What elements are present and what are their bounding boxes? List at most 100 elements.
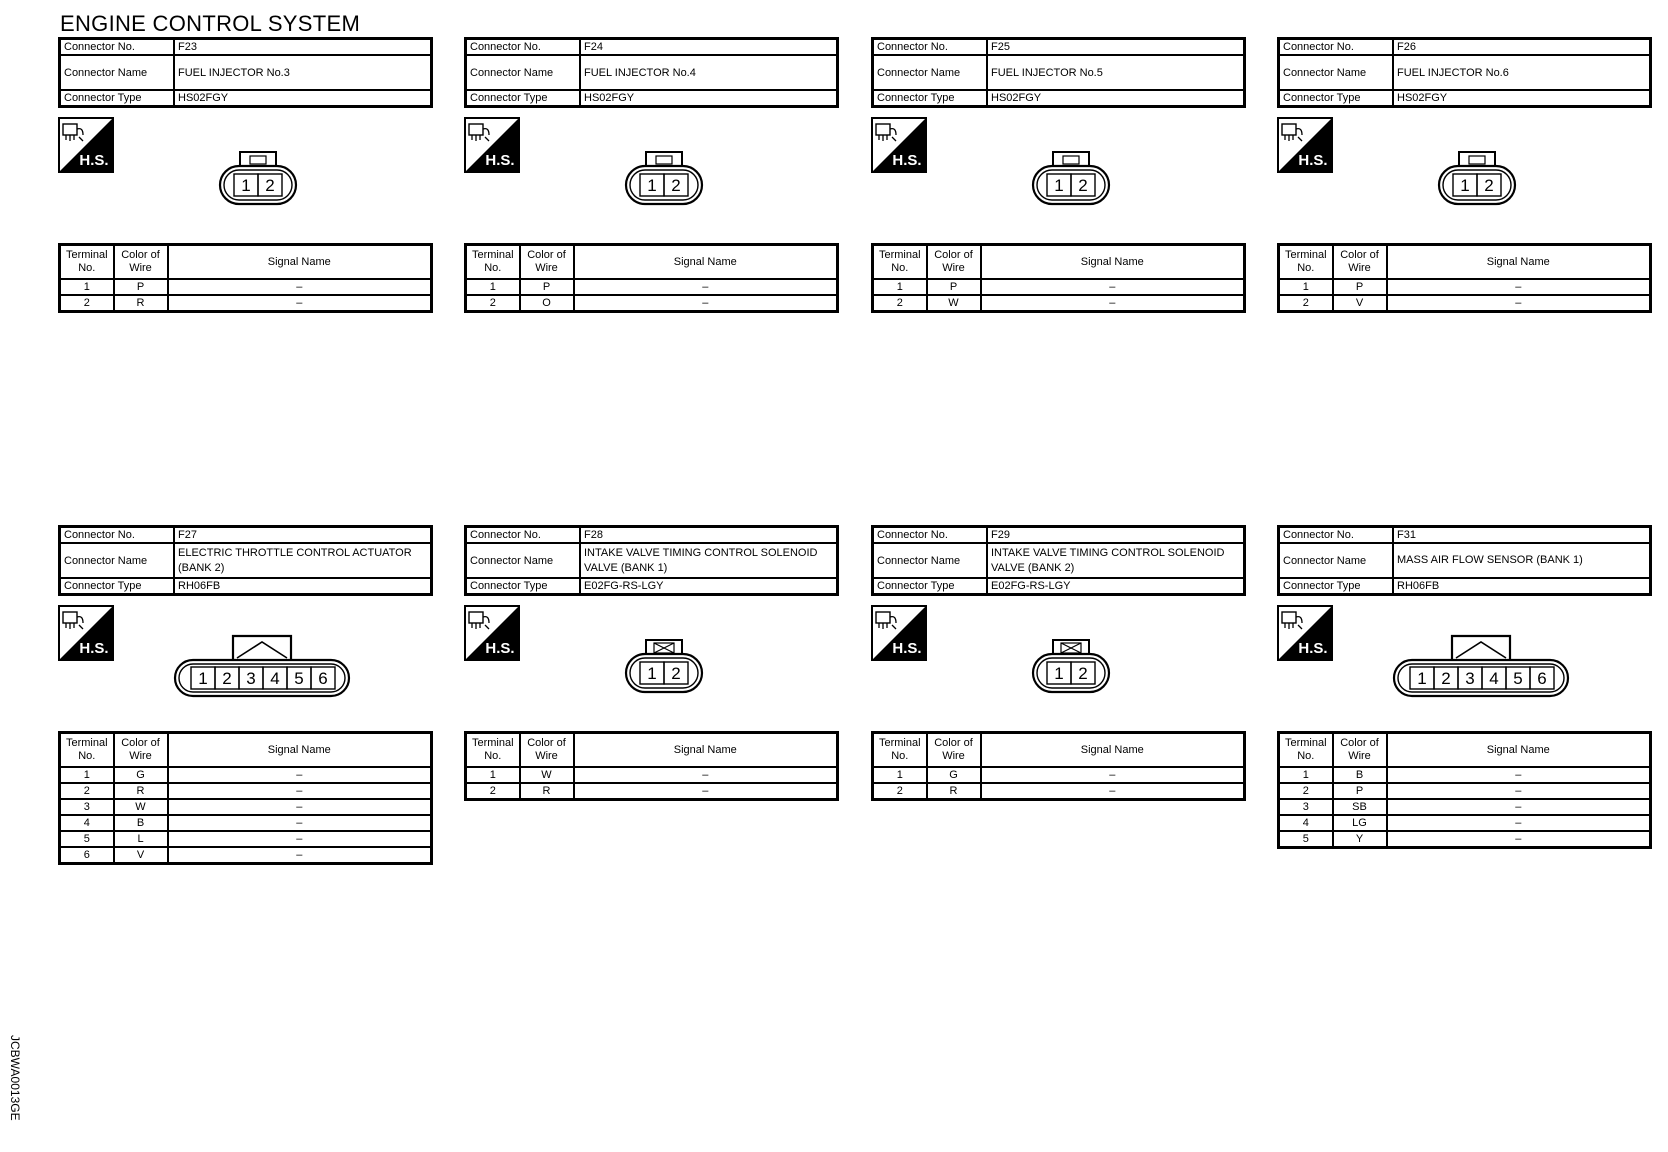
pin-number: 2 — [265, 176, 274, 195]
connector-name-value: FUEL INJECTOR No.4 — [579, 54, 839, 91]
signal-name: – — [572, 278, 839, 296]
wire-color: LG — [1331, 814, 1388, 832]
pin-number: 3 — [246, 669, 255, 688]
pin-number: 1 — [1460, 176, 1469, 195]
signal-name: – — [166, 766, 433, 784]
connector-type-value: HS02FGY — [173, 89, 433, 108]
pin-number: 4 — [1489, 669, 1498, 688]
hs-harness-side-icon: H.S. — [58, 605, 114, 661]
signal-name: – — [1385, 782, 1652, 800]
connector-no-value: F29 — [986, 525, 1246, 544]
signal-name: – — [1385, 278, 1652, 296]
wire-color: P — [518, 278, 575, 296]
connector-no-label: Connector No. — [464, 525, 581, 544]
connector-no-value: F25 — [986, 37, 1246, 56]
reference-code-text: JCBWA0013GE — [8, 1035, 22, 1121]
pin-number: 2 — [1484, 176, 1493, 195]
signal-name: – — [1385, 798, 1652, 816]
connector-name-value: INTAKE VALVE TIMING CONTROL SOLENOID VAL… — [579, 542, 839, 579]
color-of-wire-header: Color of Wire — [925, 243, 982, 280]
reference-code: JCBWA0013GE — [8, 1035, 23, 1121]
terminal-no: 2 — [58, 294, 115, 313]
pin-number: 3 — [1465, 669, 1474, 688]
connector-no-label: Connector No. — [58, 37, 175, 56]
hs-badge-label: H.S. — [892, 640, 921, 657]
hs-harness-side-icon: H.S. — [58, 117, 114, 173]
terminal-no: 1 — [871, 278, 928, 296]
connector-type-label: Connector Type — [58, 89, 175, 108]
terminal-no-header: Terminal No. — [464, 243, 521, 280]
terminal-no-header: Terminal No. — [464, 731, 521, 768]
hs-badge-label: H.S. — [485, 640, 514, 657]
connector-type-label: Connector Type — [464, 577, 581, 596]
hs-harness-side-icon: H.S. — [464, 117, 520, 173]
hs-badge-label: H.S. — [1298, 152, 1327, 169]
terminal-no: 6 — [58, 846, 115, 865]
connector-type-label: Connector Type — [1277, 577, 1394, 596]
wire-color: P — [925, 278, 982, 296]
connector-name-label: Connector Name — [464, 542, 581, 579]
color-of-wire-header: Color of Wire — [518, 243, 575, 280]
connector-no-value: F24 — [579, 37, 839, 56]
terminal-no: 2 — [871, 782, 928, 801]
pin-number: 2 — [671, 664, 680, 683]
color-of-wire-header: Color of Wire — [112, 731, 169, 768]
hs-badge-label: H.S. — [892, 152, 921, 169]
hs-harness-side-icon: H.S. — [1277, 605, 1333, 661]
connector-name-label: Connector Name — [58, 542, 175, 579]
wire-color: W — [518, 766, 575, 784]
connector-name-value: FUEL INJECTOR No.3 — [173, 54, 433, 91]
pin-number: 2 — [222, 669, 231, 688]
pin-number: 1 — [198, 669, 207, 688]
signal-name: – — [166, 846, 433, 865]
terminal-no: 3 — [58, 798, 115, 816]
hs-badge-label: H.S. — [79, 640, 108, 657]
terminal-no: 2 — [58, 782, 115, 800]
signal-name: – — [166, 798, 433, 816]
terminal-no: 1 — [58, 766, 115, 784]
color-of-wire-header: Color of Wire — [112, 243, 169, 280]
terminal-no-header: Terminal No. — [58, 243, 115, 280]
wire-color: G — [112, 766, 169, 784]
pin-number: 2 — [1441, 669, 1450, 688]
signal-name: – — [572, 294, 839, 313]
terminal-no: 1 — [1277, 766, 1334, 784]
wire-color: R — [112, 782, 169, 800]
signal-name: – — [166, 782, 433, 800]
terminal-no: 4 — [1277, 814, 1334, 832]
signal-name-header: Signal Name — [979, 243, 1246, 280]
wire-color: SB — [1331, 798, 1388, 816]
signal-name: – — [166, 830, 433, 848]
connector-type-value: RH06FB — [173, 577, 433, 596]
connector-name-value: MASS AIR FLOW SENSOR (BANK 1) — [1392, 542, 1652, 579]
connector-no-value: F26 — [1392, 37, 1652, 56]
terminal-no: 2 — [871, 294, 928, 313]
connector-no-value: F27 — [173, 525, 433, 544]
